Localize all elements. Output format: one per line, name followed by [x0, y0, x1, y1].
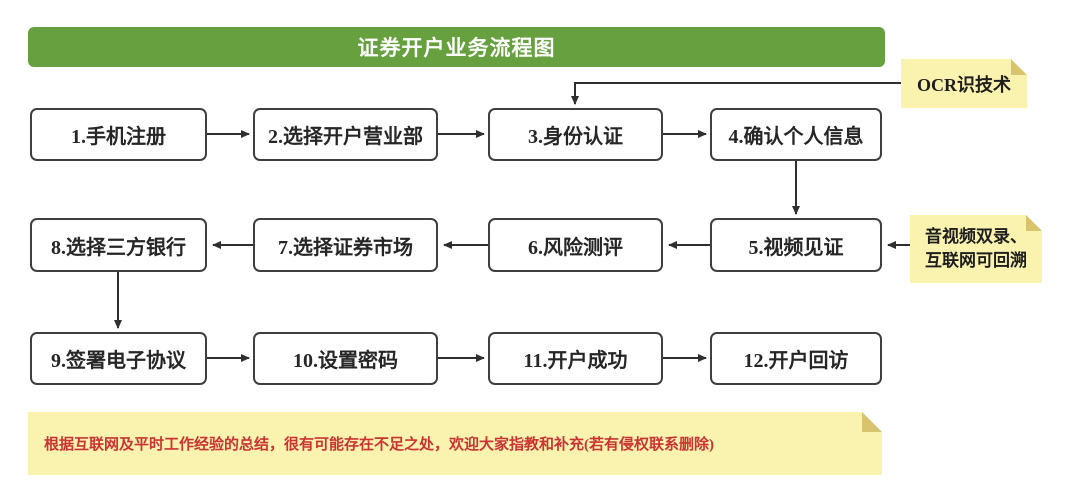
- flow-step-12: 12.开户回访: [710, 332, 882, 385]
- flowchart-title-bar: 证券开户业务流程图: [28, 27, 885, 67]
- flow-step-label: 10.设置密码: [293, 350, 398, 372]
- video-note-line1: 音视频双录、: [925, 227, 1027, 247]
- flow-step-1: 1.手机注册: [30, 108, 207, 161]
- arrow-ocr-step3: [571, 82, 901, 105]
- flow-step-5: 5.视频见证: [710, 218, 882, 272]
- flow-step-9: 9.签署电子协议: [30, 332, 207, 385]
- flow-step-label: 2.选择开户营业部: [268, 126, 423, 148]
- flow-step-label: 1.手机注册: [71, 126, 166, 148]
- disclaimer-note: 根据互联网及平时工作经验的总结，很有可能存在不足之处，欢迎大家指教和补充(若有侵…: [28, 412, 882, 475]
- flow-step-4: 4.确认个人信息: [710, 108, 882, 161]
- flow-step-label: 7.选择证券市场: [278, 236, 413, 259]
- flow-step-3: 3.身份认证: [488, 108, 663, 161]
- flow-step-label: 3.身份认证: [528, 126, 623, 148]
- flow-step-label: 11.开户成功: [523, 350, 628, 372]
- flow-step-label: 5.视频见证: [748, 236, 844, 259]
- disclaimer-text: 根据互联网及平时工作经验的总结，很有可能存在不足之处，欢迎大家指教和补充(若有侵…: [44, 437, 714, 453]
- flow-step-6: 6.风险测评: [488, 218, 663, 272]
- flow-step-8: 8.选择三方银行: [30, 218, 207, 272]
- flow-step-7: 7.选择证券市场: [253, 218, 438, 272]
- flow-step-label: 9.签署电子协议: [51, 350, 186, 372]
- flow-step-label: 8.选择三方银行: [51, 236, 186, 259]
- ocr-note: OCR识技术: [901, 59, 1027, 108]
- ocr-note-label: OCR识技术: [917, 74, 1011, 95]
- flow-step-label: 12.开户回访: [743, 350, 849, 372]
- flow-step-10: 10.设置密码: [253, 332, 438, 385]
- video-note-line2: 互联网可回溯: [925, 251, 1027, 270]
- flow-step-2: 2.选择开户营业部: [253, 108, 438, 161]
- flow-step-11: 11.开户成功: [488, 332, 663, 385]
- flow-step-label: 6.风险测评: [528, 236, 623, 259]
- video-recording-note: 音视频双录、 互联网可回溯: [910, 215, 1042, 283]
- flowchart-title: 证券开户业务流程图: [357, 36, 556, 60]
- flow-step-label: 4.确认个人信息: [728, 126, 864, 148]
